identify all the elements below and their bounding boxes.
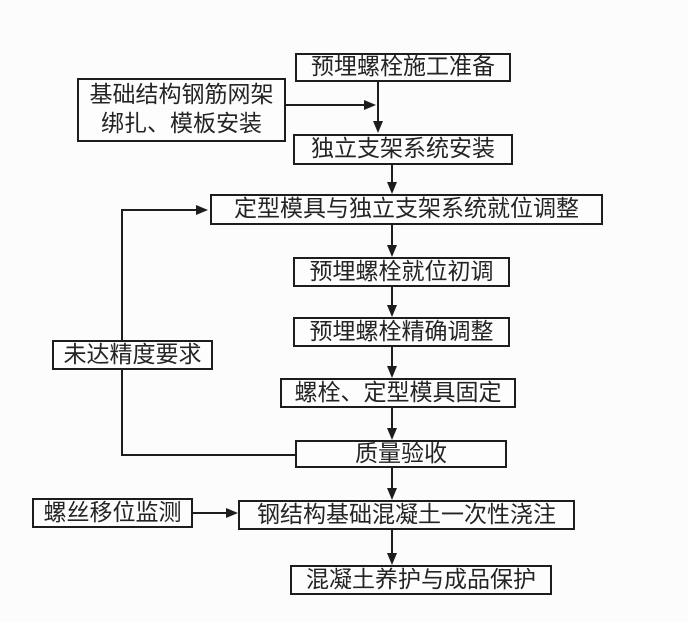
edge-fixing-to-quality-check <box>387 408 397 440</box>
node-bolt-mold-fixing: 螺栓、定型模具固定 <box>280 378 516 408</box>
edge-pouring-to-curing <box>387 530 397 565</box>
edge-bolt-initial-to-bolt-precise <box>387 287 397 317</box>
node-concrete-curing: 混凝土养护与成品保护 <box>290 565 552 595</box>
node-quality-check: 质量验收 <box>295 440 507 468</box>
node-support-install: 独立支架系统安装 <box>293 134 513 165</box>
edge-mold-positioning-to-bolt-initial <box>387 225 397 257</box>
node-label: 预埋螺栓就位初调 <box>309 258 494 284</box>
node-label: 预埋螺栓精确调整 <box>309 318 494 344</box>
node-bolt-prep: 预埋螺栓施工准备 <box>295 53 511 82</box>
node-label: 螺栓、定型模具固定 <box>294 379 502 405</box>
node-precision-not-met: 未达精度要求 <box>52 340 213 370</box>
node-label: 定型模具与独立支架系统就位调整 <box>234 196 579 222</box>
edge-quality-check-feedback-to-mold-positioning <box>121 205 295 456</box>
edge-support-install-to-mold-positioning <box>387 165 397 194</box>
edge-bolt-prep-to-support-install <box>373 82 383 133</box>
node-concrete-pouring: 钢结构基础混凝土一次性浇注 <box>238 500 575 530</box>
node-bolt-initial-adjust: 预埋螺栓就位初调 <box>293 257 510 287</box>
node-label: 螺丝移位监测 <box>43 499 182 525</box>
node-bolt-precise-adjust: 预埋螺栓精确调整 <box>293 317 510 347</box>
node-label: 独立支架系统安装 <box>311 136 495 162</box>
node-label: 未达精度要求 <box>63 341 202 367</box>
node-label: 混凝土养护与成品保护 <box>306 566 536 592</box>
edge-bolt-precise-to-fixing <box>387 347 397 378</box>
node-label: 质量验收 <box>355 440 447 466</box>
edge-screw-monitoring-to-pouring <box>193 508 238 518</box>
edge-rebar-formwork-join <box>286 100 376 110</box>
edge-quality-check-to-pouring <box>387 468 397 500</box>
node-mold-positioning: 定型模具与独立支架系统就位调整 <box>210 194 603 225</box>
node-label: 预埋螺栓施工准备 <box>311 54 495 80</box>
node-label: 钢结构基础混凝土一次性浇注 <box>257 501 556 527</box>
node-rebar-formwork: 基础结构钢筋网架 绑扎、模板安装 <box>77 78 286 142</box>
node-label-line2: 绑扎、模板安装 <box>101 111 262 136</box>
node-screw-monitoring: 螺丝移位监测 <box>32 498 193 528</box>
node-label-line1: 基础结构钢筋网架 <box>89 82 274 108</box>
